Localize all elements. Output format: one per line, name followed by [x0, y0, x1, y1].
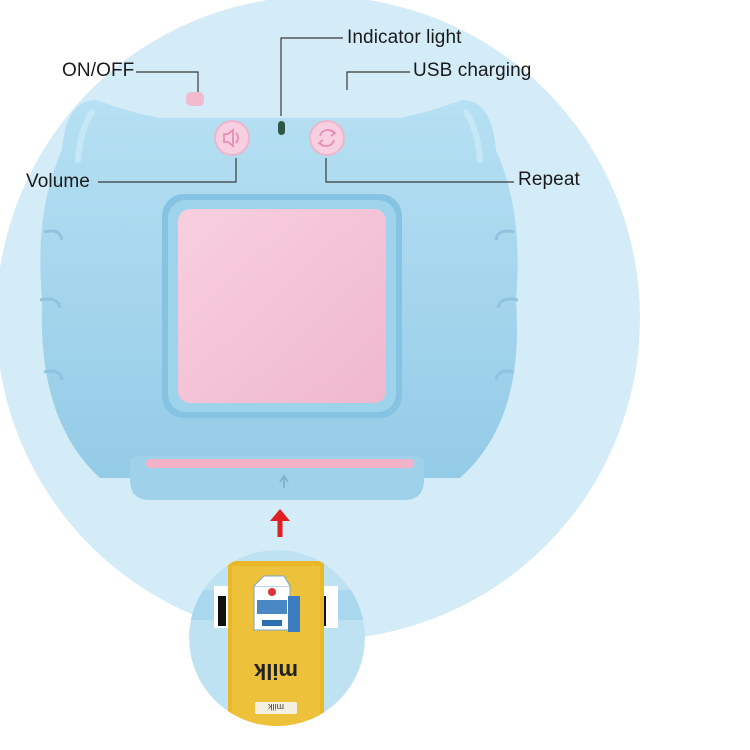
indicator-light — [278, 121, 285, 135]
callout-lines — [98, 37, 514, 183]
volume-button[interactable] — [214, 120, 250, 156]
label-on-off: ON/OFF — [62, 60, 135, 81]
insert-arrow-mark — [279, 474, 289, 488]
label-usb-charging: USB charging — [413, 60, 532, 81]
arrow-up-icon — [270, 509, 290, 537]
card-inset: milk milk — [189, 550, 365, 726]
label-indicator-light: Indicator light — [347, 27, 462, 48]
label-repeat: Repeat — [518, 169, 580, 190]
card-sub-word: milk — [268, 702, 284, 712]
label-volume: Volume — [26, 171, 90, 192]
on-off-switch — [186, 92, 204, 106]
card-word: milk — [253, 659, 298, 684]
repeat-button[interactable] — [309, 120, 345, 156]
flash-card: milk milk — [228, 561, 324, 726]
screen — [178, 209, 386, 403]
